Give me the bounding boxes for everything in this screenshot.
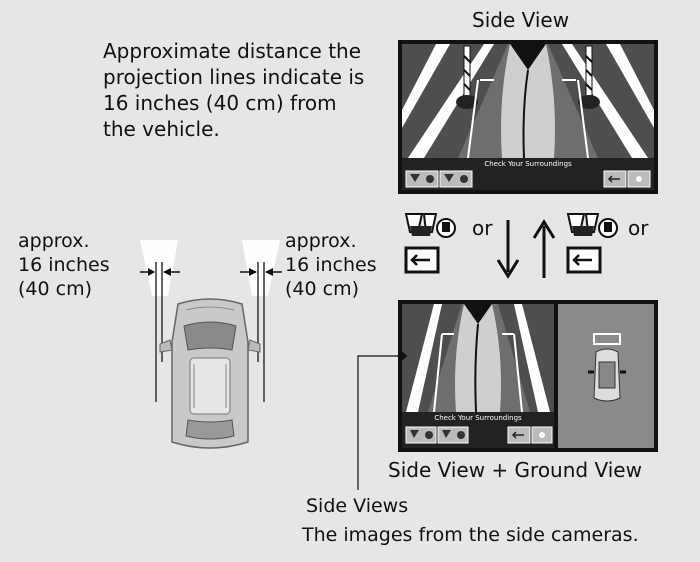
vehicle-top-view: [140, 240, 282, 449]
left-dist-line-1: approx.: [18, 230, 90, 252]
desc-line-2: projection lines indicate is: [103, 65, 365, 89]
combo-side-camera-image: [402, 304, 554, 413]
pole-left: [456, 45, 478, 109]
side-view-exit-button[interactable]: [603, 170, 627, 188]
arrow-down-icon: [496, 220, 520, 279]
combo-ground-button[interactable]: [437, 426, 469, 444]
side-view-mirror-button[interactable]: [405, 170, 439, 188]
arrow-up-icon: [532, 219, 556, 278]
projection-description: Approximate distance the projection line…: [103, 38, 403, 142]
desc-line-4: the vehicle.: [103, 117, 220, 141]
distance-label-left: approx. 16 inches (40 cm): [18, 229, 110, 301]
left-dimension-arrows: [140, 268, 180, 276]
mirror-camera-icon-2: [566, 213, 618, 274]
side-views-label: Side Views: [306, 495, 409, 517]
side-views-callout-line: [357, 351, 407, 490]
combo-view-screen: Check Your Surroundings: [398, 300, 658, 452]
right-dist-line-2: 16 inches: [285, 254, 377, 276]
combo-exit-button[interactable]: [507, 426, 531, 444]
left-dist-line-2: 16 inches: [18, 254, 110, 276]
side-view-ground-button[interactable]: [439, 170, 473, 188]
side-view-title: Side View: [472, 8, 570, 32]
desc-line-3: 16 inches (40 cm) from: [103, 91, 337, 115]
right-projection-beam: [242, 240, 280, 296]
side-view-status-text: Check Your Surroundings: [484, 160, 572, 168]
left-dist-line-3: (40 cm): [18, 278, 92, 300]
car-body: [159, 298, 261, 449]
combo-view-status-text: Check Your Surroundings: [434, 414, 522, 422]
or-text-2: or: [628, 216, 649, 240]
distance-label-right: approx. 16 inches (40 cm): [285, 229, 377, 301]
right-dist-line-3: (40 cm): [285, 278, 359, 300]
ground-view-image: [558, 304, 654, 448]
mirror-camera-icon: [404, 213, 456, 274]
right-dimension-arrows: [240, 268, 282, 276]
side-view-screen: Check Your Surroundings: [398, 40, 658, 194]
combo-brightness-button[interactable]: [531, 426, 553, 444]
pole-right: [578, 45, 600, 109]
side-camera-image: [402, 44, 654, 159]
left-projection-beam: [140, 240, 178, 296]
side-views-description: The images from the side cameras.: [302, 524, 639, 546]
combo-view-title: Side View + Ground View: [388, 458, 642, 482]
right-dist-line-1: approx.: [285, 230, 357, 252]
desc-line-1: Approximate distance the: [103, 39, 362, 63]
or-text-1: or: [472, 216, 493, 240]
combo-mirror-button[interactable]: [405, 426, 437, 444]
side-view-brightness-button[interactable]: [627, 170, 651, 188]
